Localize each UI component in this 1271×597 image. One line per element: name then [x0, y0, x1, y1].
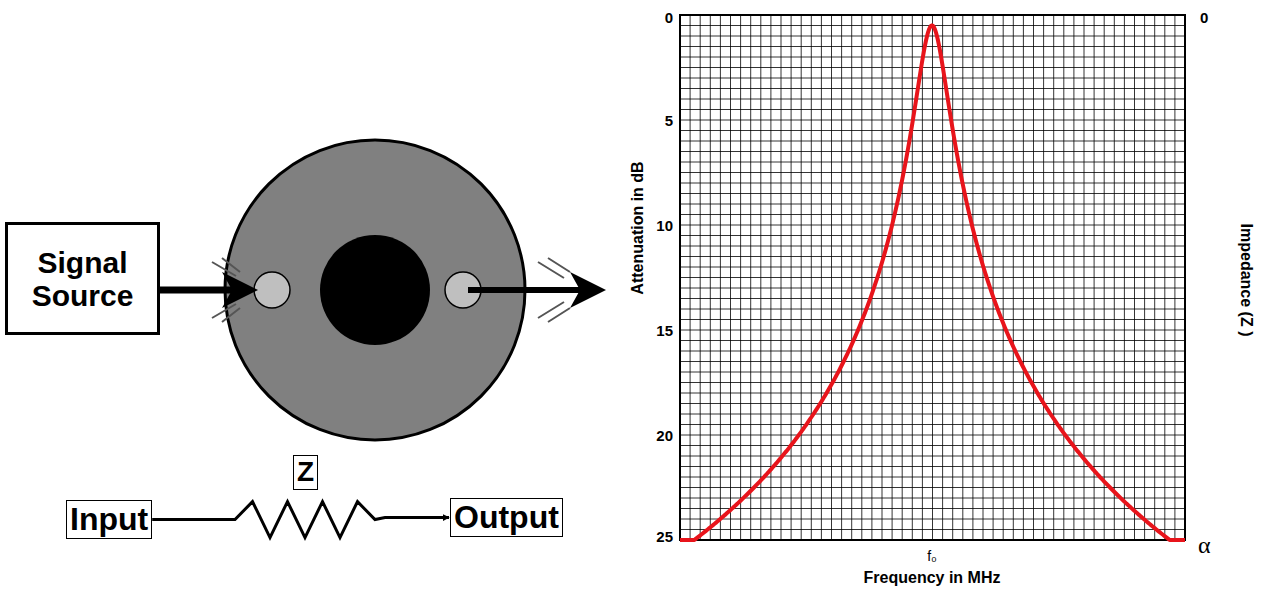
- frequency-marker: f₀: [927, 549, 937, 563]
- grid-line: [680, 424, 1185, 425]
- resistor-wire: [152, 502, 449, 538]
- output-box: Output: [450, 498, 563, 537]
- grid-line: [680, 172, 1185, 173]
- grid-line: [680, 414, 1185, 415]
- grid-line: [680, 298, 1185, 299]
- output-arrow: [468, 287, 584, 293]
- grid-line: [680, 214, 1185, 215]
- source-box: Signal Source: [5, 222, 160, 335]
- chart-grid: [680, 15, 1185, 540]
- grid-line: [680, 277, 1185, 278]
- grid-line: [680, 372, 1185, 373]
- grid-line: [680, 319, 1185, 320]
- grid-line: [680, 109, 1185, 110]
- grid-line: [680, 498, 1185, 499]
- axis-tick: 0: [665, 10, 673, 25]
- grid-line: [680, 361, 1185, 362]
- grid-line: [680, 162, 1185, 163]
- input-coupling: [254, 272, 290, 308]
- grid-line: [680, 151, 1185, 152]
- grid-line: [680, 57, 1185, 58]
- grid-line: [680, 403, 1185, 404]
- axis-title: Impedance (Z ): [1238, 224, 1254, 337]
- axis-tick: 20: [656, 428, 673, 443]
- grid-line: [680, 99, 1185, 100]
- grid-line: [680, 67, 1185, 68]
- grid-line: [680, 78, 1185, 79]
- grid-line: [680, 435, 1185, 436]
- grid-line: [680, 393, 1185, 394]
- grid-line: [680, 351, 1185, 352]
- axis-symbol: α: [1198, 533, 1211, 557]
- grid-line: [680, 466, 1185, 467]
- grid-line: [680, 519, 1185, 520]
- input-arrowhead: [222, 272, 258, 308]
- axis-title: Attenuation in dB: [630, 161, 646, 294]
- connector-group: [152, 502, 449, 538]
- grid-line: [680, 288, 1185, 289]
- grid-line: [680, 130, 1185, 131]
- grid-line: [680, 225, 1185, 226]
- grid-line: [680, 36, 1185, 37]
- input-box: Input: [66, 500, 152, 539]
- input-arrow: [160, 287, 236, 294]
- axis-tick: 5: [665, 113, 673, 128]
- grid-line: [680, 256, 1185, 257]
- chart-frame: [680, 15, 1185, 540]
- arrow-feather: [538, 258, 570, 322]
- grid-line: [680, 183, 1185, 184]
- grid-line: [680, 309, 1185, 310]
- grid-line: [680, 204, 1185, 205]
- grid-line: [680, 330, 1185, 331]
- grid-line: [680, 382, 1185, 383]
- grid-line: [680, 235, 1185, 236]
- axis-tick: 0: [1200, 10, 1208, 25]
- response-curve-group: [680, 26, 1185, 541]
- axis-tick: 25: [656, 529, 673, 544]
- node-label: Input: [70, 502, 148, 537]
- output-arrowhead: [570, 272, 606, 308]
- grid-line: [680, 120, 1185, 121]
- grid-line: [680, 88, 1185, 89]
- axis-tick: 15: [656, 323, 673, 338]
- grid-line: [680, 46, 1185, 47]
- node-label: Z: [297, 457, 314, 488]
- grid-line: [680, 267, 1185, 268]
- grid-line: [680, 193, 1185, 194]
- response-curve: [680, 26, 1185, 541]
- node-label: Signal Source: [14, 246, 151, 312]
- grid-line: [680, 477, 1185, 478]
- impedance-box: Z: [293, 455, 318, 490]
- resonator-core: [320, 235, 430, 345]
- grid-line: [680, 141, 1185, 142]
- arrow-feather: [212, 258, 240, 322]
- grid-line: [680, 445, 1185, 446]
- grid-line: [680, 456, 1185, 457]
- grid-line: [680, 340, 1185, 341]
- node-label: Output: [454, 500, 559, 535]
- grid-line: [680, 508, 1185, 509]
- axis-title: Frequency in MHz: [864, 570, 1001, 586]
- grid-line: [680, 529, 1185, 530]
- axis-tick: 10: [656, 218, 673, 233]
- grid-line: [680, 246, 1185, 247]
